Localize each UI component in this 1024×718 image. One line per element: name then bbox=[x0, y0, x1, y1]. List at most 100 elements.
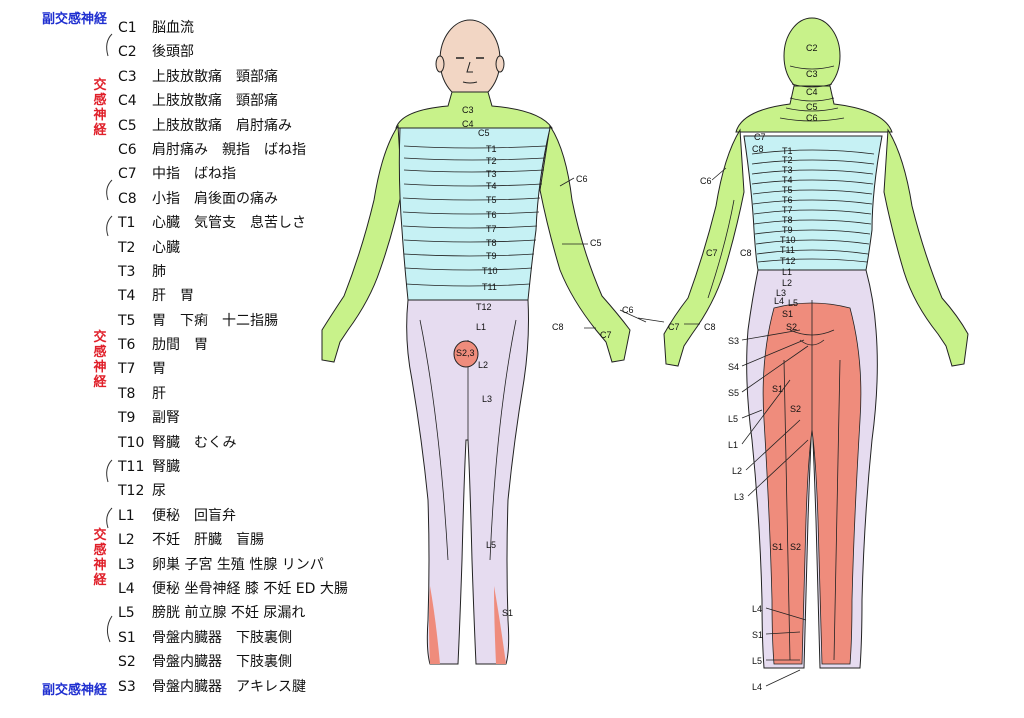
segment-item: T4 肝 胃 bbox=[118, 284, 348, 308]
front-label-l1: L1 bbox=[476, 322, 486, 332]
back-label-c4: C4 bbox=[806, 87, 818, 97]
segment-description: 肝 bbox=[152, 385, 166, 402]
segment-code: T1 bbox=[118, 215, 136, 232]
front-label-c6-hand: C6 bbox=[622, 305, 634, 315]
back-label-l2: L2 bbox=[782, 278, 792, 288]
segment-description: 中指 ばね指 bbox=[152, 166, 236, 183]
segment-item: C1 脳血流 bbox=[118, 16, 348, 40]
segment-code: T10 bbox=[118, 434, 145, 451]
segment-code: C4 bbox=[118, 93, 137, 110]
back-label-c6-arm: C6 bbox=[700, 176, 712, 186]
segment-item: C6 肩肘痛み 親指 ばね指 bbox=[118, 138, 348, 162]
back-arm-left bbox=[663, 128, 745, 367]
front-label-t6: T6 bbox=[486, 210, 497, 220]
front-label-t9: T9 bbox=[486, 251, 497, 261]
segment-description: 副腎 bbox=[152, 410, 180, 427]
front-label-t1: T1 bbox=[486, 144, 497, 154]
segment-code: C6 bbox=[118, 141, 137, 158]
front-label-c3: C3 bbox=[462, 105, 474, 115]
segment-description: 便秘 坐骨神経 膝 不妊 ED 大腸 bbox=[152, 580, 348, 597]
sympathetic-label-lumbar: 交感神経 bbox=[93, 528, 107, 588]
front-neck-shoulders bbox=[395, 91, 553, 129]
back-label-l4-foot2: L4 bbox=[752, 682, 762, 692]
segment-code: C5 bbox=[118, 117, 137, 134]
back-label-s2: S2 bbox=[786, 322, 797, 332]
segment-item: T11 腎臓 bbox=[118, 455, 348, 479]
segment-item: T7 胃 bbox=[118, 357, 348, 381]
front-s23-region bbox=[453, 340, 479, 368]
bracket-l5-s1 bbox=[106, 615, 113, 643]
segment-description: 不妊 肝臓 盲腸 bbox=[152, 532, 264, 549]
segment-description: 胃 下痢 十二指腸 bbox=[152, 312, 278, 329]
sympathetic-label-cervical: 交感神経 bbox=[93, 78, 107, 138]
front-figure: C3 C4 C5 T1 T2 T3 T4 T5 T6 T7 T8 T9 T10 … bbox=[321, 19, 647, 665]
segment-description: 骨盤内臓器 下肢裏側 bbox=[152, 654, 292, 671]
back-label-c7-hand: C7 bbox=[668, 322, 680, 332]
front-label-s23: S2,3 bbox=[456, 348, 475, 358]
bracket-c7-c8 bbox=[106, 179, 113, 201]
back-label-s1-low: S1 bbox=[772, 542, 783, 552]
back-label-c8-hand: C8 bbox=[704, 322, 716, 332]
back-callout-lines bbox=[637, 167, 809, 687]
segment-description: 肩肘痛み 親指 ばね指 bbox=[152, 141, 306, 158]
bracket-t1 bbox=[106, 215, 113, 237]
back-label-l4-foot: L4 bbox=[752, 604, 762, 614]
segment-code: C7 bbox=[118, 166, 137, 183]
front-ear-right bbox=[495, 55, 505, 73]
front-label-t2: T2 bbox=[486, 156, 497, 166]
segment-code: T4 bbox=[118, 288, 136, 305]
back-label-l3-left: L3 bbox=[734, 492, 744, 502]
segment-item: C3 上肢放散痛 頸部痛 bbox=[118, 65, 348, 89]
back-label-l3: L3 bbox=[776, 288, 786, 298]
segment-code: T11 bbox=[118, 459, 145, 476]
back-label-l5-foot: L5 bbox=[752, 656, 762, 666]
back-label-t8: T8 bbox=[782, 215, 793, 225]
back-label-c7: C7 bbox=[754, 132, 766, 142]
segment-description: 上肢放散痛 頸部痛 bbox=[152, 68, 278, 85]
segment-code: T7 bbox=[118, 361, 136, 378]
segment-description: 尿 bbox=[152, 483, 166, 500]
back-head bbox=[783, 17, 841, 95]
segment-description: 肝 胃 bbox=[152, 288, 194, 305]
front-label-c8-hand: C8 bbox=[552, 322, 564, 332]
back-label-c8: C8 bbox=[752, 144, 764, 154]
segment-code: S2 bbox=[118, 654, 136, 671]
back-label-t12: T12 bbox=[780, 256, 796, 266]
back-neck-shoulders bbox=[735, 85, 893, 133]
front-label-t4: T4 bbox=[486, 181, 497, 191]
back-label-c7-arm: C7 bbox=[706, 248, 718, 258]
front-label-t5: T5 bbox=[486, 195, 497, 205]
segment-description: 腎臓 bbox=[152, 459, 180, 476]
segment-code: C1 bbox=[118, 20, 137, 36]
back-label-t11: T11 bbox=[780, 245, 795, 255]
bracket-c1-c2 bbox=[106, 33, 113, 57]
segment-item: S2 骨盤内臓器 下肢裏側 bbox=[118, 650, 348, 674]
parasympathetic-label-bottom: 副交感神経 bbox=[42, 683, 108, 698]
segment-description: 脳血流 bbox=[152, 20, 194, 36]
segment-code: S3 bbox=[118, 678, 136, 695]
back-label-l5-left: L5 bbox=[728, 414, 738, 424]
back-sacral-lines bbox=[783, 300, 841, 661]
segment-description: 上肢放散痛 頸部痛 bbox=[152, 93, 278, 110]
segment-code: C2 bbox=[118, 44, 137, 61]
segment-item: L2 不妊 肝臓 盲腸 bbox=[118, 528, 348, 552]
segment-description: 胃 bbox=[152, 361, 166, 378]
front-mouth bbox=[462, 81, 478, 84]
back-label-t10: T10 bbox=[780, 235, 796, 245]
segment-item: C4 上肢放散痛 頸部痛 bbox=[118, 89, 348, 113]
segment-code: L2 bbox=[118, 532, 135, 549]
segment-code: C3 bbox=[118, 68, 137, 85]
segment-code: T2 bbox=[118, 239, 136, 256]
back-thoracic-bands bbox=[751, 149, 875, 263]
back-label-l2-left: L2 bbox=[732, 466, 742, 476]
parasympathetic-label-top: 副交感神経 bbox=[42, 12, 108, 27]
